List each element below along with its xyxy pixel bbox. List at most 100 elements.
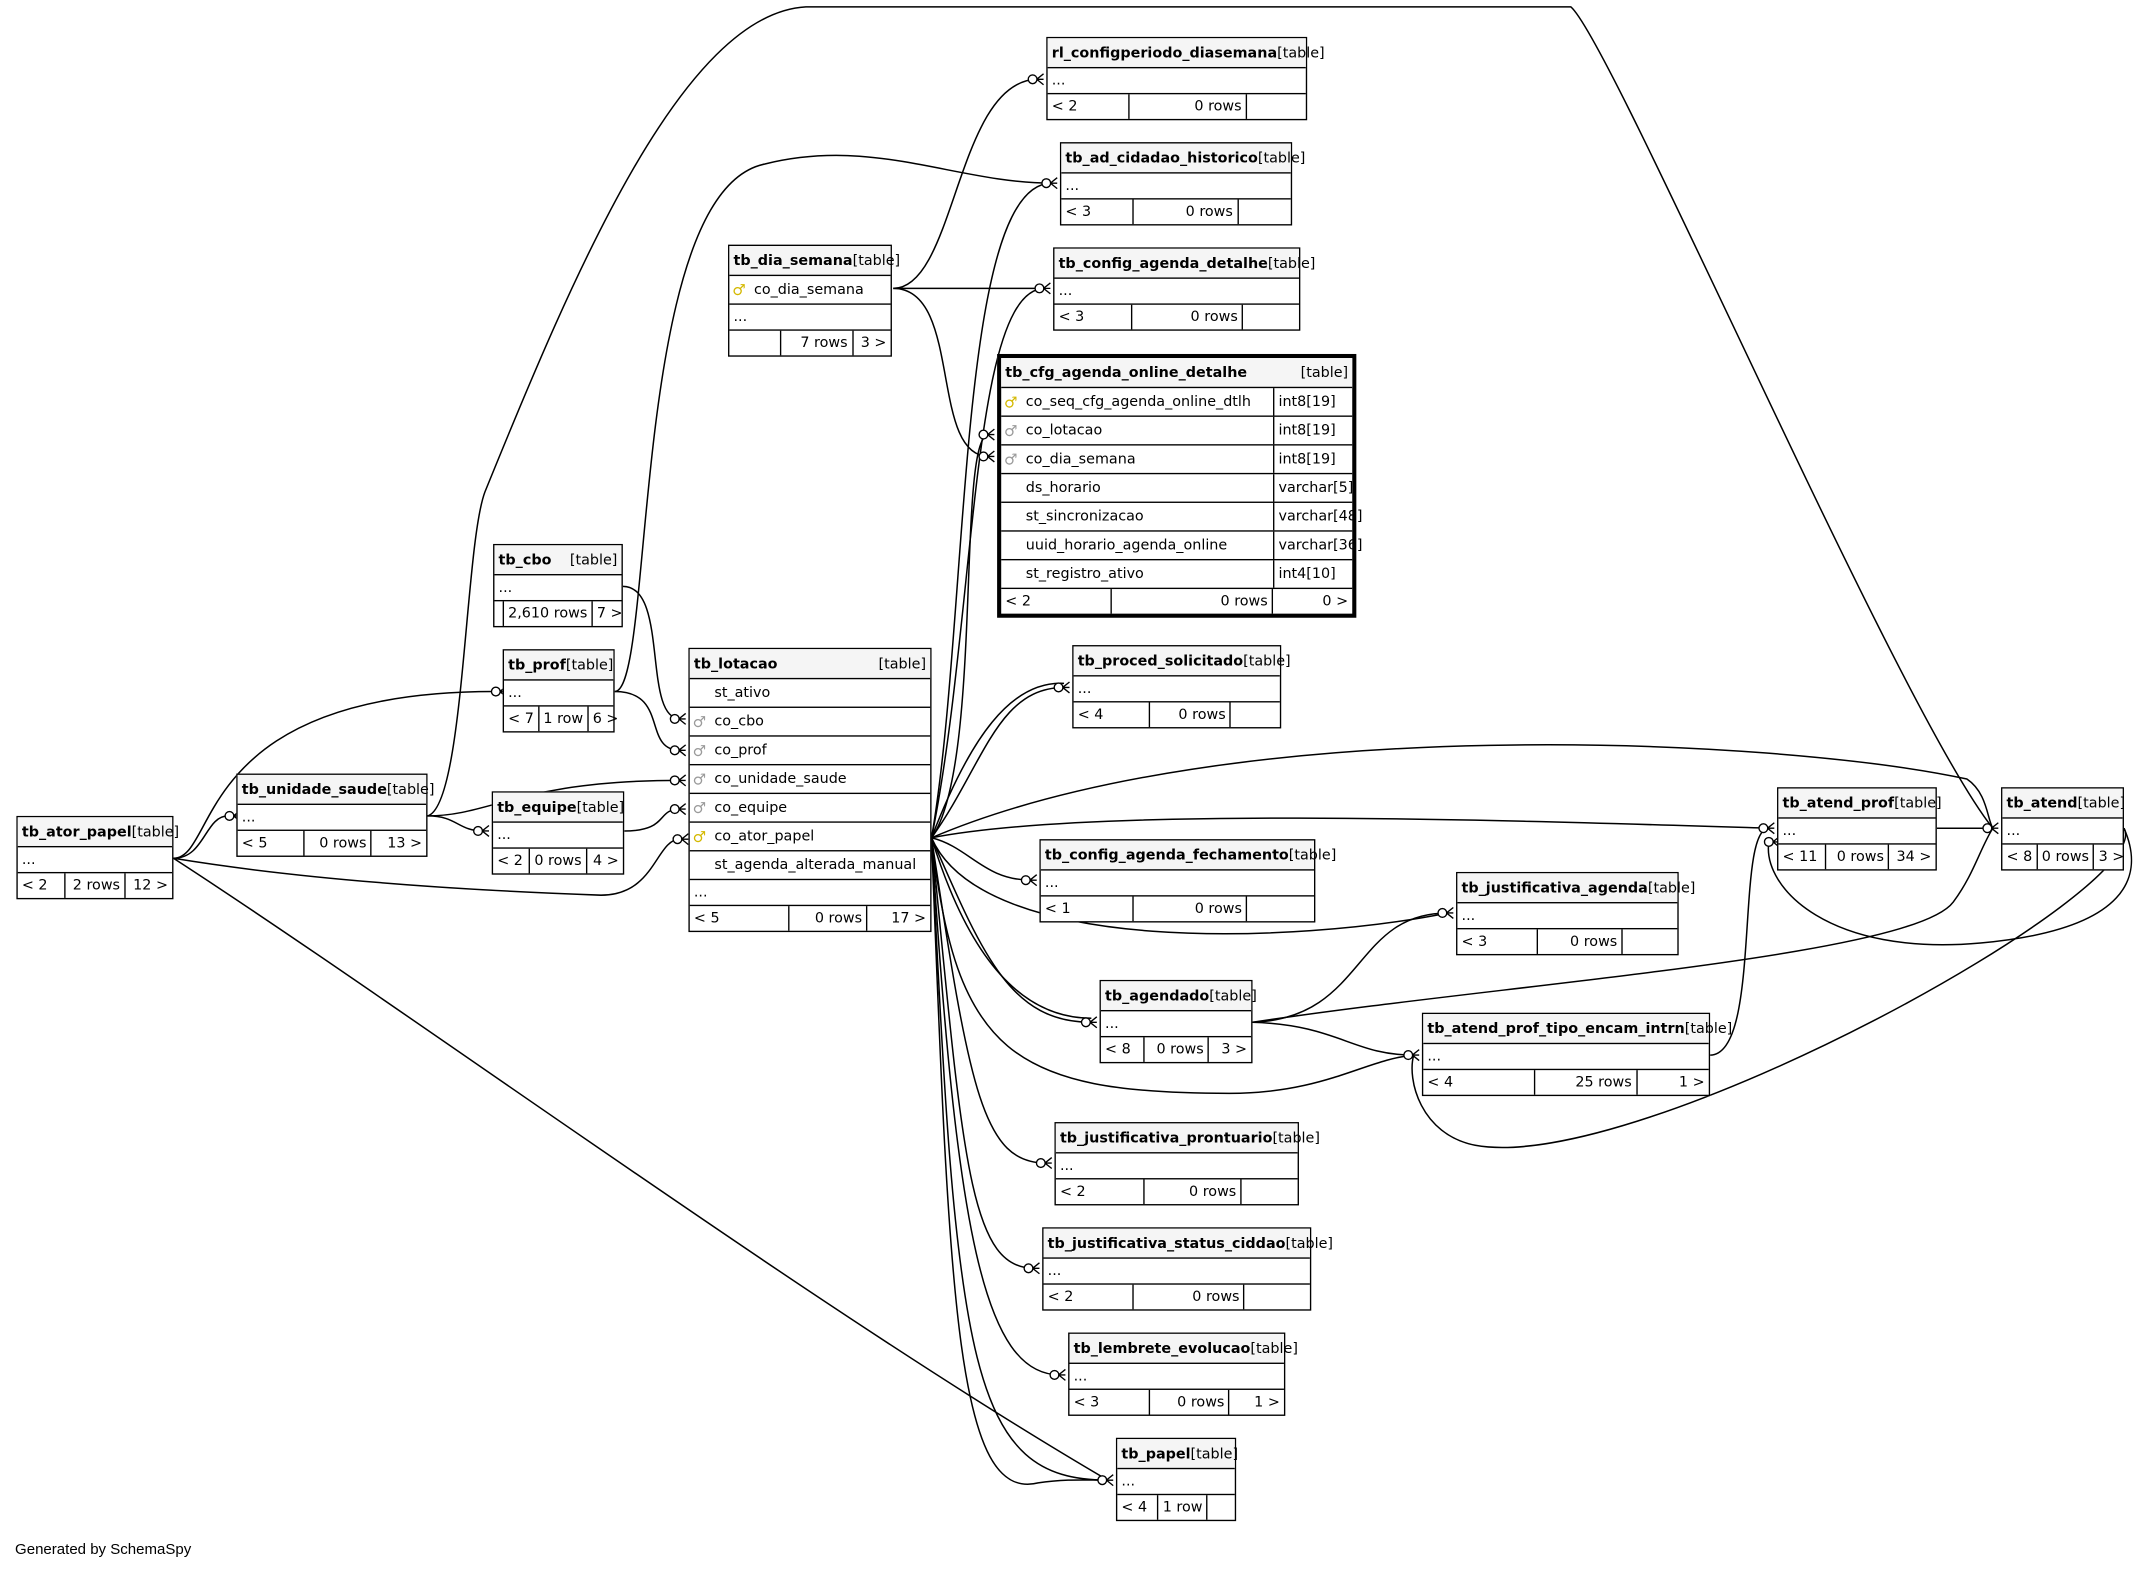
column-name: co_lotacao xyxy=(1025,422,1103,439)
relationship-line-tb-lotacao-tb-justificativa-prontuario xyxy=(930,837,1047,1164)
children-link[interactable] xyxy=(1241,304,1299,330)
parents-link[interactable]: < 5 xyxy=(241,835,268,852)
column-name: co_ator_papel xyxy=(714,828,815,845)
crowfoot-marker-tb-justificativa-prontuario xyxy=(1035,1157,1053,1170)
column-name: ds_horario xyxy=(1025,479,1101,497)
table-name: tb_lotacao xyxy=(693,655,778,672)
row-count: 0 rows xyxy=(1127,94,1246,119)
relationship-line-tb-lotacao-tb-justificativa-status-ciddao xyxy=(930,837,1034,1270)
relationship-line-tb-lotacao-tb-lembrete-evolucao xyxy=(930,837,1060,1376)
column-name: st_ativo xyxy=(714,684,771,702)
crowfoot-marker-tb-justificativa-agenda xyxy=(1437,906,1454,919)
children-link[interactable] xyxy=(1206,1495,1235,1520)
parents-link[interactable]: < 3 xyxy=(1461,933,1488,950)
parents-link[interactable]: < 4 xyxy=(1121,1499,1148,1516)
crowfoot-marker-tb-lotacao-co-equipe xyxy=(669,803,687,816)
table-tb-justificativa-prontuario[interactable]: tb_justificativa_prontuario[table] ... <… xyxy=(1054,1122,1320,1206)
crowfoot-marker-tb-papel xyxy=(1097,1474,1114,1487)
table-kind: [table] xyxy=(565,656,614,674)
parents-link[interactable]: < 7 xyxy=(508,710,534,728)
children-link[interactable] xyxy=(1229,702,1280,728)
parents-link[interactable]: < 1 xyxy=(1044,900,1071,918)
children-link[interactable]: 3 > xyxy=(851,330,891,356)
table-kind: [table] xyxy=(1272,1129,1320,1146)
table-kind: [table] xyxy=(1288,846,1337,864)
children-link[interactable]: 0 > xyxy=(1271,589,1352,614)
parents-link[interactable]: < 5 xyxy=(693,910,720,927)
children-link[interactable]: 7 > xyxy=(591,601,626,626)
parents-link[interactable]: < 2 xyxy=(1051,98,1078,115)
parents-link[interactable]: < 4 xyxy=(1077,706,1104,723)
row-count: 2 rows xyxy=(64,873,124,898)
table-rl-configperiodo-diasemana[interactable]: rl_configperiodo_diasemana[table] ... < … xyxy=(1046,36,1325,121)
table-tb-config-agenda-fechamento[interactable]: tb_config_agenda_fechamento[table] ... <… xyxy=(1039,839,1336,923)
parents-link[interactable]: < 2 xyxy=(1005,593,1032,610)
table-name: tb_lembrete_evolucao xyxy=(1073,1340,1251,1357)
column-name: st_registro_ativo xyxy=(1025,565,1144,583)
children-link[interactable]: 1 > xyxy=(1228,1389,1283,1415)
parents-link[interactable]: < 8 xyxy=(1105,1041,1131,1058)
foreign-key-icon: ♂ xyxy=(692,770,707,788)
children-link[interactable] xyxy=(1240,1179,1297,1205)
children-link[interactable] xyxy=(1236,199,1291,225)
crowfoot-marker-tb-lotacao-co-prof xyxy=(669,744,687,757)
children-link[interactable]: 13 > xyxy=(370,830,427,856)
parents-link[interactable]: < 2 xyxy=(1047,1288,1074,1306)
children-link[interactable] xyxy=(1246,896,1314,922)
table-tb-lotacao[interactable]: tb_lotacao[table] st_ativo ♂co_cbo ♂co_p… xyxy=(688,647,932,933)
table-name: tb_equipe xyxy=(497,798,577,816)
parents-link[interactable]: < 3 xyxy=(1065,203,1092,221)
relationship-line-tb-lotacao-tb-config-agenda-fechamento xyxy=(931,837,1032,881)
children-link[interactable] xyxy=(1243,1284,1310,1310)
relationship-line-tb-dia-semana-tb-cfg-agenda-online-detalhe xyxy=(893,287,989,458)
children-link[interactable]: 12 > xyxy=(124,873,172,898)
table-kind: [table] xyxy=(1647,879,1696,896)
children-link[interactable]: 17 > xyxy=(866,906,930,931)
table-tb-atend-prof-tipo-encam-intrn[interactable]: tb_atend_prof_tipo_encam_intrn[table] ..… xyxy=(1421,1012,1732,1097)
children-link[interactable]: 6 > xyxy=(587,706,622,732)
column-row: st_agenda_alterada_manual xyxy=(689,851,931,881)
parents-link[interactable]: < 2 xyxy=(1059,1183,1086,1200)
parents-link[interactable]: < 3 xyxy=(1073,1394,1100,1411)
parents-link[interactable] xyxy=(729,331,779,356)
row-count: 1 row xyxy=(1156,1495,1207,1520)
columns-ellipsis: ... xyxy=(1040,871,1314,897)
parents-link[interactable]: < 8 xyxy=(2006,848,2033,866)
table-name: tb_atend_prof_tipo_encam_intrn xyxy=(1427,1020,1685,1037)
table-tb-cfg-agenda-online-detalhe[interactable]: tb_cfg_agenda_online_detalhe[table] ♂co_… xyxy=(997,353,1362,618)
parents-link[interactable]: < 11 xyxy=(1782,848,1818,866)
table-tb-dia-semana[interactable]: tb_dia_semana[table] ♂co_dia_semana ... … xyxy=(728,244,900,357)
relationship-line-tb-agendado-tb-atend xyxy=(1252,827,1994,1024)
parents-link[interactable]: < 4 xyxy=(1427,1074,1454,1091)
column-name: co_dia_semana xyxy=(1025,451,1136,468)
parents-link[interactable] xyxy=(494,601,502,626)
table-tb-justificativa-status-ciddao[interactable]: tb_justificativa_status_ciddao[table] ..… xyxy=(1042,1227,1333,1311)
children-link[interactable]: 4 > xyxy=(585,848,623,874)
parents-link[interactable]: < 3 xyxy=(1058,308,1085,326)
children-link[interactable]: 3 > xyxy=(2093,844,2128,870)
children-link[interactable]: 34 > xyxy=(1888,844,1935,870)
children-link[interactable]: 1 > xyxy=(1635,1070,1709,1095)
children-link[interactable] xyxy=(1245,94,1306,119)
children-link[interactable] xyxy=(1621,929,1677,954)
children-link[interactable]: 3 > xyxy=(1207,1037,1251,1062)
parents-link[interactable]: < 2 xyxy=(497,852,523,870)
parents-link[interactable]: < 2 xyxy=(21,877,48,894)
